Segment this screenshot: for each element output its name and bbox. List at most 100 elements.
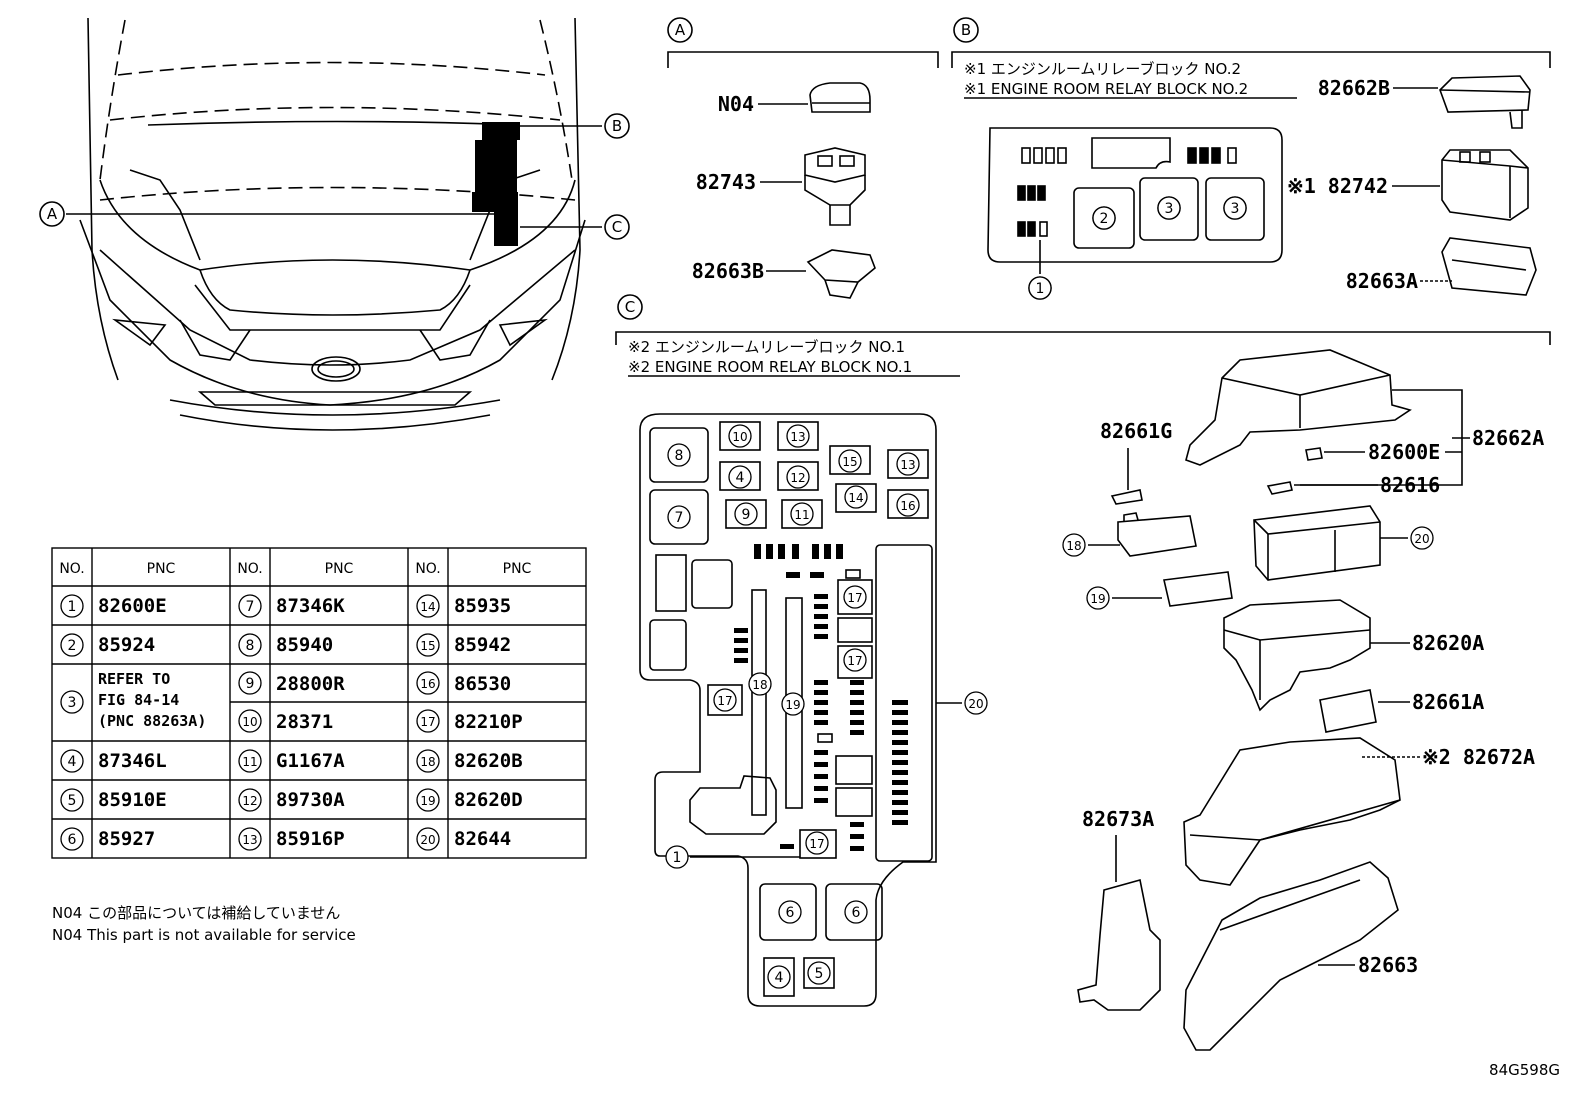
diagram-callout-17-17-number: 17: [809, 837, 824, 851]
table-no-1-circle: [60, 594, 84, 618]
table-no-18-number: 18: [420, 755, 435, 769]
part-label-82663b: 82663B: [692, 259, 764, 283]
section-b-letter: B: [961, 21, 971, 39]
figure-reference: 84G598G: [1489, 1061, 1560, 1079]
part-label-82661a: 82661A: [1412, 690, 1484, 714]
part-label-82662a: 82662A: [1472, 426, 1544, 450]
table-no-10-number: 10: [242, 715, 257, 729]
part-label-n04: N04: [718, 92, 754, 116]
diagram-callout-17-16-number: 17: [717, 694, 732, 708]
diagram-callout-20-30-number: 20: [1414, 532, 1429, 546]
diagram-callout-3-25-number: 3: [1165, 201, 1174, 217]
diagram-callout-17-13-circle: [843, 648, 867, 672]
table-header-no-2: NO.: [237, 561, 262, 577]
table-pnc-1: 82600E: [98, 595, 167, 617]
diagram-callout-2-24-circle: [1092, 206, 1116, 230]
table-pnc-2: 85924: [98, 634, 155, 656]
diagram-callout-4-4-circle: [728, 465, 752, 489]
diagram-callout-19-29-circle: [1086, 586, 1110, 610]
diagram-callout-5-23-circle: [807, 961, 831, 985]
diagram-callout-3-25-circle: [1157, 196, 1181, 220]
diagram-callout-4-22-number: 4: [775, 970, 784, 986]
diagram-callout-9-6-circle: [734, 502, 758, 526]
diagram-callout-19-15-circle: [781, 692, 805, 716]
part-label-82616: 82616: [1380, 473, 1440, 497]
diagram-callout-16-11-circle: [896, 493, 920, 517]
table-no-20-number: 20: [420, 833, 435, 847]
pnc-table-grid: [51, 547, 587, 859]
table-pnc-10: 28371: [276, 711, 333, 733]
diagram-callout-13-9-circle: [896, 452, 920, 476]
diagram-callout-18-28-number: 18: [1066, 539, 1081, 553]
diagram-callout-18-28-circle: [1062, 533, 1086, 557]
table-no-9-number: 9: [246, 676, 255, 692]
diagram-callout-14-10-circle: [844, 485, 868, 509]
table-no-17-circle: [416, 709, 440, 733]
section-c-letter: C: [625, 298, 635, 316]
table-pnc-8: 85940: [276, 634, 333, 656]
table-no-7-number: 7: [246, 599, 255, 615]
diagram-callout-17-13-number: 17: [847, 654, 862, 668]
diagram-callout-3-26-number: 3: [1231, 201, 1240, 217]
table-no-10-circle: [238, 709, 262, 733]
part-label-82662b: 82662B: [1318, 76, 1390, 100]
table-no-8-circle: [238, 633, 262, 657]
diagram-callout-1-19-number: 1: [673, 850, 682, 866]
diagram-callout-17-12-circle: [843, 585, 867, 609]
table-no-11-circle: [238, 749, 262, 773]
diagram-callout-4-4-number: 4: [736, 470, 745, 486]
vehicle-front-view: [79, 17, 586, 431]
diagram-callout-17-12-number: 17: [847, 591, 862, 605]
table-pnc-15: 85942: [454, 634, 511, 656]
diagram-callout-12-5-circle: [786, 465, 810, 489]
table-no-6-number: 6: [68, 832, 77, 848]
section-b-title-jp: ※1 エンジンルームリレーブロック NO.2: [964, 60, 1241, 78]
table-pnc-6: 85927: [98, 828, 155, 850]
table-no-15-number: 15: [420, 639, 435, 653]
table-header-no-3: NO.: [415, 561, 440, 577]
table-no-16-circle: [416, 671, 440, 695]
table-no-12-circle: [238, 788, 262, 812]
table-pnc-3-line1: REFER TO: [98, 670, 170, 688]
section-c-title-en: ※2 ENGINE ROOM RELAY BLOCK NO.1: [628, 358, 912, 376]
diagram-callout-10-2-number: 10: [732, 430, 747, 444]
relay-block-1-components: [649, 421, 933, 997]
diagram-callout-17-16-circle: [713, 688, 737, 712]
diagram-callout-11-7-circle: [790, 502, 814, 526]
table-pnc-3-line2: FIG 84-14: [98, 691, 179, 709]
part-label-82663a: 82663A: [1346, 269, 1418, 293]
diagram-callout-3-26-circle: [1223, 196, 1247, 220]
table-no-16-number: 16: [420, 677, 435, 691]
part-label-82673a: 82673A: [1082, 807, 1154, 831]
table-no-20-circle: [416, 827, 440, 851]
table-no-3-number: 3: [68, 695, 77, 711]
table-header-pnc-1: PNC: [147, 561, 176, 577]
callout-a-letter: A: [47, 205, 58, 223]
diagram-callout-9-6-number: 9: [742, 507, 751, 523]
table-no-4-circle: [60, 749, 84, 773]
table-pnc-9: 28800R: [276, 673, 345, 695]
table-no-5-circle: [60, 788, 84, 812]
diagram-callout-18-14-number: 18: [752, 678, 767, 692]
section-c-title-jp: ※2 エンジンルームリレーブロック NO.1: [628, 338, 905, 356]
diagram-callout-14-10-number: 14: [848, 491, 863, 505]
section-a-letter: A: [675, 21, 686, 39]
table-no-19-number: 19: [420, 794, 435, 808]
diagram-callout-4-22-circle: [767, 965, 791, 989]
diagram-callout-1-27-circle: [1028, 276, 1052, 300]
table-no-14-circle: [416, 594, 440, 618]
diagram-callout-13-9-number: 13: [900, 458, 915, 472]
diagram-callout-15-8-circle: [838, 449, 862, 473]
table-no-1-number: 1: [68, 599, 77, 615]
table-pnc-5: 85910E: [98, 789, 167, 811]
diagram-callout-15-8-number: 15: [842, 455, 857, 469]
table-no-13-number: 13: [242, 833, 257, 847]
relay-block-location-marks: [472, 122, 520, 246]
callout-c-circle: [604, 214, 630, 240]
diagram-callout-1-19-circle: [665, 845, 689, 869]
table-no-4-number: 4: [68, 754, 77, 770]
diagram-callout-5-23-number: 5: [815, 966, 824, 982]
diagram-callout-13-3-number: 13: [790, 430, 805, 444]
